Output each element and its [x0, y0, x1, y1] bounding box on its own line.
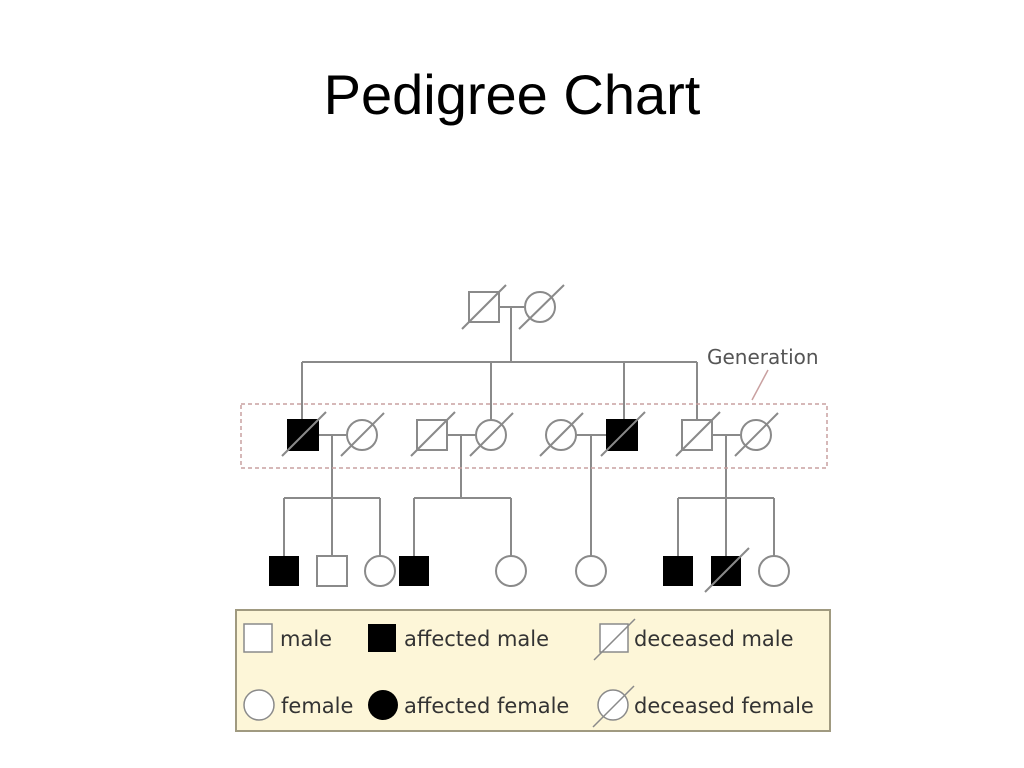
affected-male-symbol: [399, 556, 429, 586]
legend-female-icon: [243, 689, 275, 721]
male-symbol: [316, 555, 348, 587]
legend-affected-male-label: affected male: [404, 627, 549, 651]
deceased-female-symbol: [518, 284, 565, 330]
legend-deceased-male-label: deceased male: [634, 627, 794, 651]
deceased-affected-male-symbol: [281, 411, 327, 457]
female-symbol: [495, 555, 527, 587]
deceased-affected-male-symbol: [600, 411, 646, 457]
page-title: Pedigree Chart: [323, 63, 701, 126]
affected-male-symbol: [269, 556, 299, 586]
deceased-male-symbol: [461, 284, 507, 330]
deceased-male-symbol: [410, 411, 456, 457]
legend-male-icon: [243, 623, 273, 653]
deceased-male-symbol: [675, 411, 721, 457]
female-symbol: [364, 555, 396, 587]
legend-affected-female-icon: [368, 690, 398, 720]
deceased-female-symbol: [340, 412, 385, 457]
generation-label: Generation: [707, 345, 819, 369]
female-symbol: [758, 555, 790, 587]
deceased-affected-male-symbol: [704, 547, 750, 593]
affected-male-symbol: [663, 556, 693, 586]
deceased-female-symbol: [734, 412, 779, 457]
legend-deceased-female-label: deceased female: [634, 694, 814, 718]
generation-box: [240, 403, 828, 469]
deceased-female-symbol: [539, 412, 584, 457]
legend-male-label: male: [280, 627, 332, 651]
legend-deceased-female-icon: [592, 685, 635, 728]
legend-affected-male-icon: [368, 624, 396, 652]
legend-deceased-male-icon: [593, 618, 636, 661]
legend: male affected male deceased male female …: [235, 609, 831, 732]
legend-female-label: female: [281, 694, 353, 718]
deceased-female-symbol: [469, 412, 514, 457]
legend-affected-female-label: affected female: [404, 694, 569, 718]
female-symbol: [575, 555, 607, 587]
generation-pointer: [751, 369, 769, 401]
